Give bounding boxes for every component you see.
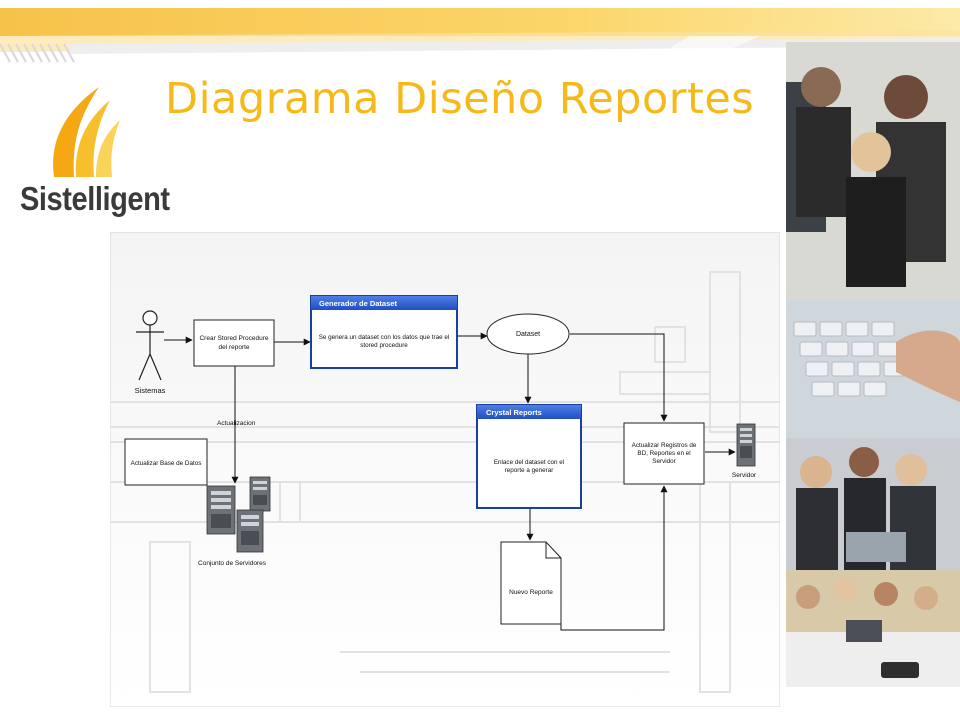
arrow-dataset-to-actualizar-registros (570, 333, 668, 422)
arrow-nuevo-reporte-to-actualizar (560, 485, 668, 631)
actor-sistemas (136, 310, 164, 381)
document-nuevo-reporte-label: Nuevo Reporte (509, 589, 553, 596)
window-crystal-line2: reporte a generar (505, 467, 554, 474)
window-crystal-reports (476, 404, 582, 509)
page-title: Diagrama Diseño Reportes (165, 74, 755, 124)
banner-slash (660, 36, 760, 54)
photo-collage (786, 42, 960, 687)
report-design-diagram: Sistemas Crear Stored Procedure del repo… (110, 232, 780, 707)
top-banner (0, 8, 960, 63)
box-actualizar-registros-line3: Servidor (652, 458, 675, 465)
sistelligent-logo-text: Sistelligent (20, 180, 170, 217)
ellipse-dataset (486, 313, 570, 355)
box-actualizar-registros (623, 422, 705, 485)
box-actualizar-registros-line2: BD, Reportes en el (637, 450, 690, 457)
server-icon (736, 423, 756, 467)
box-stored-procedure (193, 319, 275, 367)
window-generador-titlebar (311, 296, 457, 310)
server-cluster-label: Conjunto de Servidores (198, 560, 267, 567)
box-actualizar-base-datos-label: Actualizar Base de Datos (131, 460, 202, 467)
box-actualizar-registros-line1: Actualizar Registros de (632, 442, 697, 449)
banner-hatch (0, 43, 75, 63)
ellipse-dataset-label: Dataset (516, 331, 540, 338)
box-stored-procedure-line1: Crear Stored Procedure (199, 335, 268, 342)
box-stored-procedure-line2: del reporte (218, 344, 249, 351)
window-generador-title: Generador de Dataset (319, 299, 397, 308)
sistelligent-logo-mark (53, 87, 120, 177)
diagram-connectors (164, 332, 736, 631)
window-crystal-titlebar (477, 405, 581, 419)
document-nuevo-reporte (500, 541, 562, 625)
window-generador-line1: Se genera un dataset con los datos que t… (319, 334, 450, 341)
server-label: Servidor (732, 472, 757, 479)
box-actualizar-base-datos (124, 438, 208, 486)
document-fold (545, 542, 561, 559)
window-crystal-line1: Enlace del dataset con el (494, 459, 564, 466)
server-cluster-icon (206, 476, 271, 553)
actualizacion-label: Actualizacion (217, 420, 256, 427)
window-generador-line2: stored procedure (360, 342, 408, 349)
actor-label: Sistemas (135, 386, 166, 395)
window-crystal-title: Crystal Reports (486, 408, 542, 417)
